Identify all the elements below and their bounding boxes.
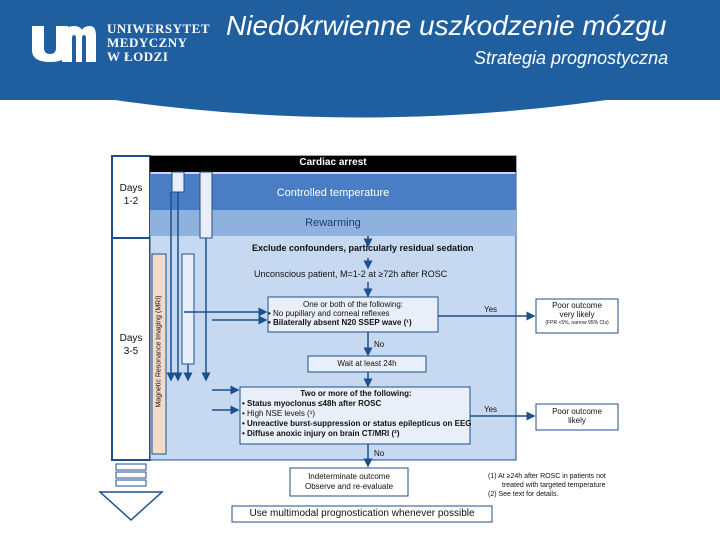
yes-label-2: Yes [484,405,498,414]
header-curve [0,60,720,118]
outcome-box-1 [535,298,619,334]
multimodal-label: Use multimodal prognostication whenever … [249,508,475,519]
university-logo-icon [32,26,96,62]
university-name: UNIWERSYTET MEDYCZNY W ŁODZI [107,22,210,64]
criteria-box-2 [239,386,471,445]
criteria-box-2-text: Two or more of the following: • Status m… [242,389,472,438]
wait-box [307,355,427,373]
exclude-confounders-label: Exclude confounders, particularly residu… [252,243,474,253]
criteria-box-1-text: One or both of the following: • No pupil… [268,300,412,327]
controlled-temperature-label: Controlled temperature [276,187,390,199]
slide-subtitle: Strategia prognostyczna [474,48,669,68]
unconscious-patient-label: Unconscious patient, M=1-2 at ≥72h after… [254,269,448,279]
multimodal-box [231,505,493,523]
outcome-box-2 [535,403,619,431]
days-column-bottom [111,237,151,461]
rewarming-label: Rewarming [305,217,361,229]
indeterminate-box [289,467,409,497]
criteria-box-1 [267,296,439,333]
mri-bar [151,253,167,455]
mri-label: Magnetic Resonance Imaging (MRI) [155,295,163,408]
logo-line: W ŁODZI [107,49,169,64]
prognostication-flowchart: Cardiac arrest Controlled temperature Re… [98,154,620,524]
footnotes: (1) At ≥24h after ROSC in patients not t… [488,473,606,498]
no-label-2: No [374,449,385,458]
wait-label: Wait at least 24h [337,359,397,368]
days-column-top [111,155,151,239]
flowchart-graphics [98,155,619,523]
down-arrow-icon [98,491,164,522]
cardiac-arrest-label: Cardiac arrest [299,157,367,168]
logo-line: MEDYCZNY [107,35,188,50]
slide-title: Niedokrwienne uszkodzenie mózgu [226,10,667,41]
logo-line: UNIWERSYTET [107,21,211,36]
cardiac-arrest-bar [150,156,516,172]
yes-label-1: Yes [484,305,498,314]
no-label-1: No [374,340,385,349]
